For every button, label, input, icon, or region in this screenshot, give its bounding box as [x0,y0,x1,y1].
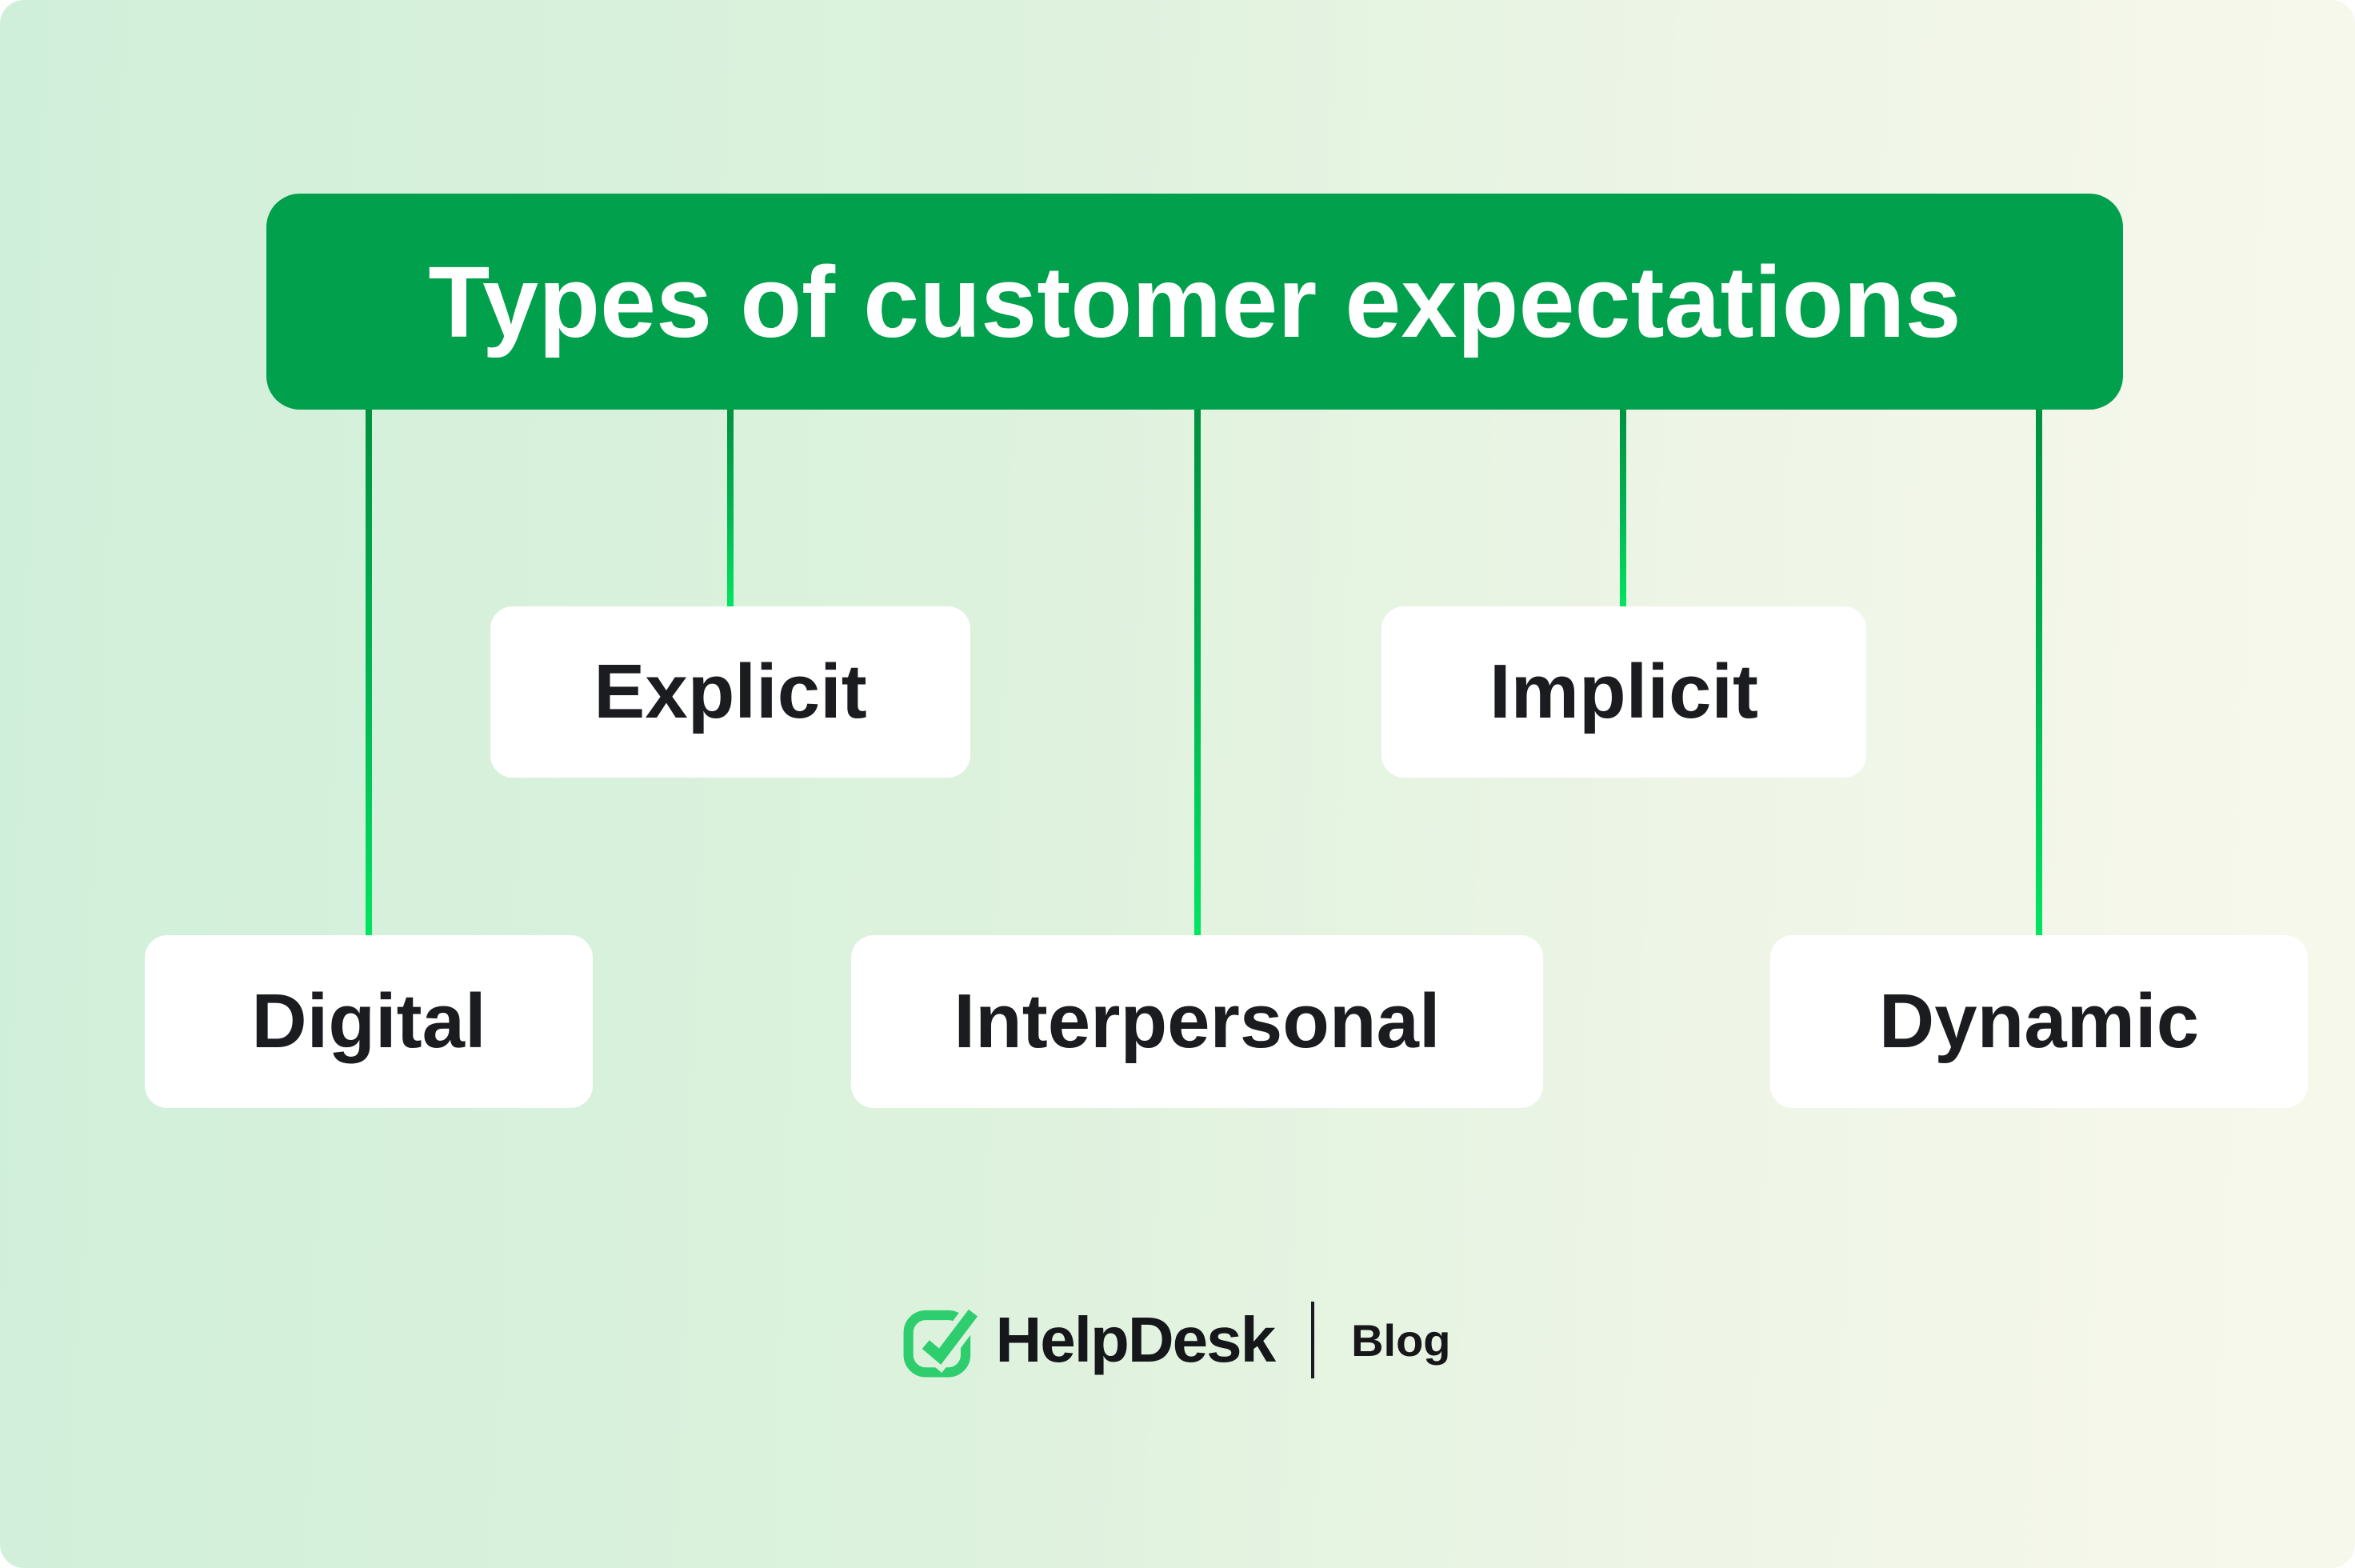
node-interpersonal: Interpersonal [851,935,1543,1108]
connector-line-implicit [1620,408,1626,608]
brand-name: HelpDesk [995,1304,1276,1375]
node-label: Explicit [594,649,867,734]
node-label: Digital [251,978,486,1064]
node-dynamic: Dynamic [1770,935,2308,1108]
node-label: Implicit [1489,649,1759,734]
connector-line-dynamic [2036,408,2042,937]
connector-line-digital [366,408,372,937]
node-label: Interpersonal [954,978,1441,1064]
node-implicit: Implicit [1381,606,1866,778]
node-label: Dynamic [1878,978,2200,1064]
blog-label: Blog [1351,1314,1451,1366]
footer-divider [1311,1302,1315,1378]
diagram-title: Types of customer expectations [428,245,1961,358]
title-banner: Types of customer expectations [266,194,2123,410]
check-square-icon [904,1306,983,1378]
connector-line-interpersonal [1194,408,1201,937]
node-digital: Digital [145,935,593,1108]
connector-line-explicit [727,408,734,608]
node-explicit: Explicit [490,606,970,778]
footer-logo-row: HelpDesk Blog [0,1288,2355,1392]
